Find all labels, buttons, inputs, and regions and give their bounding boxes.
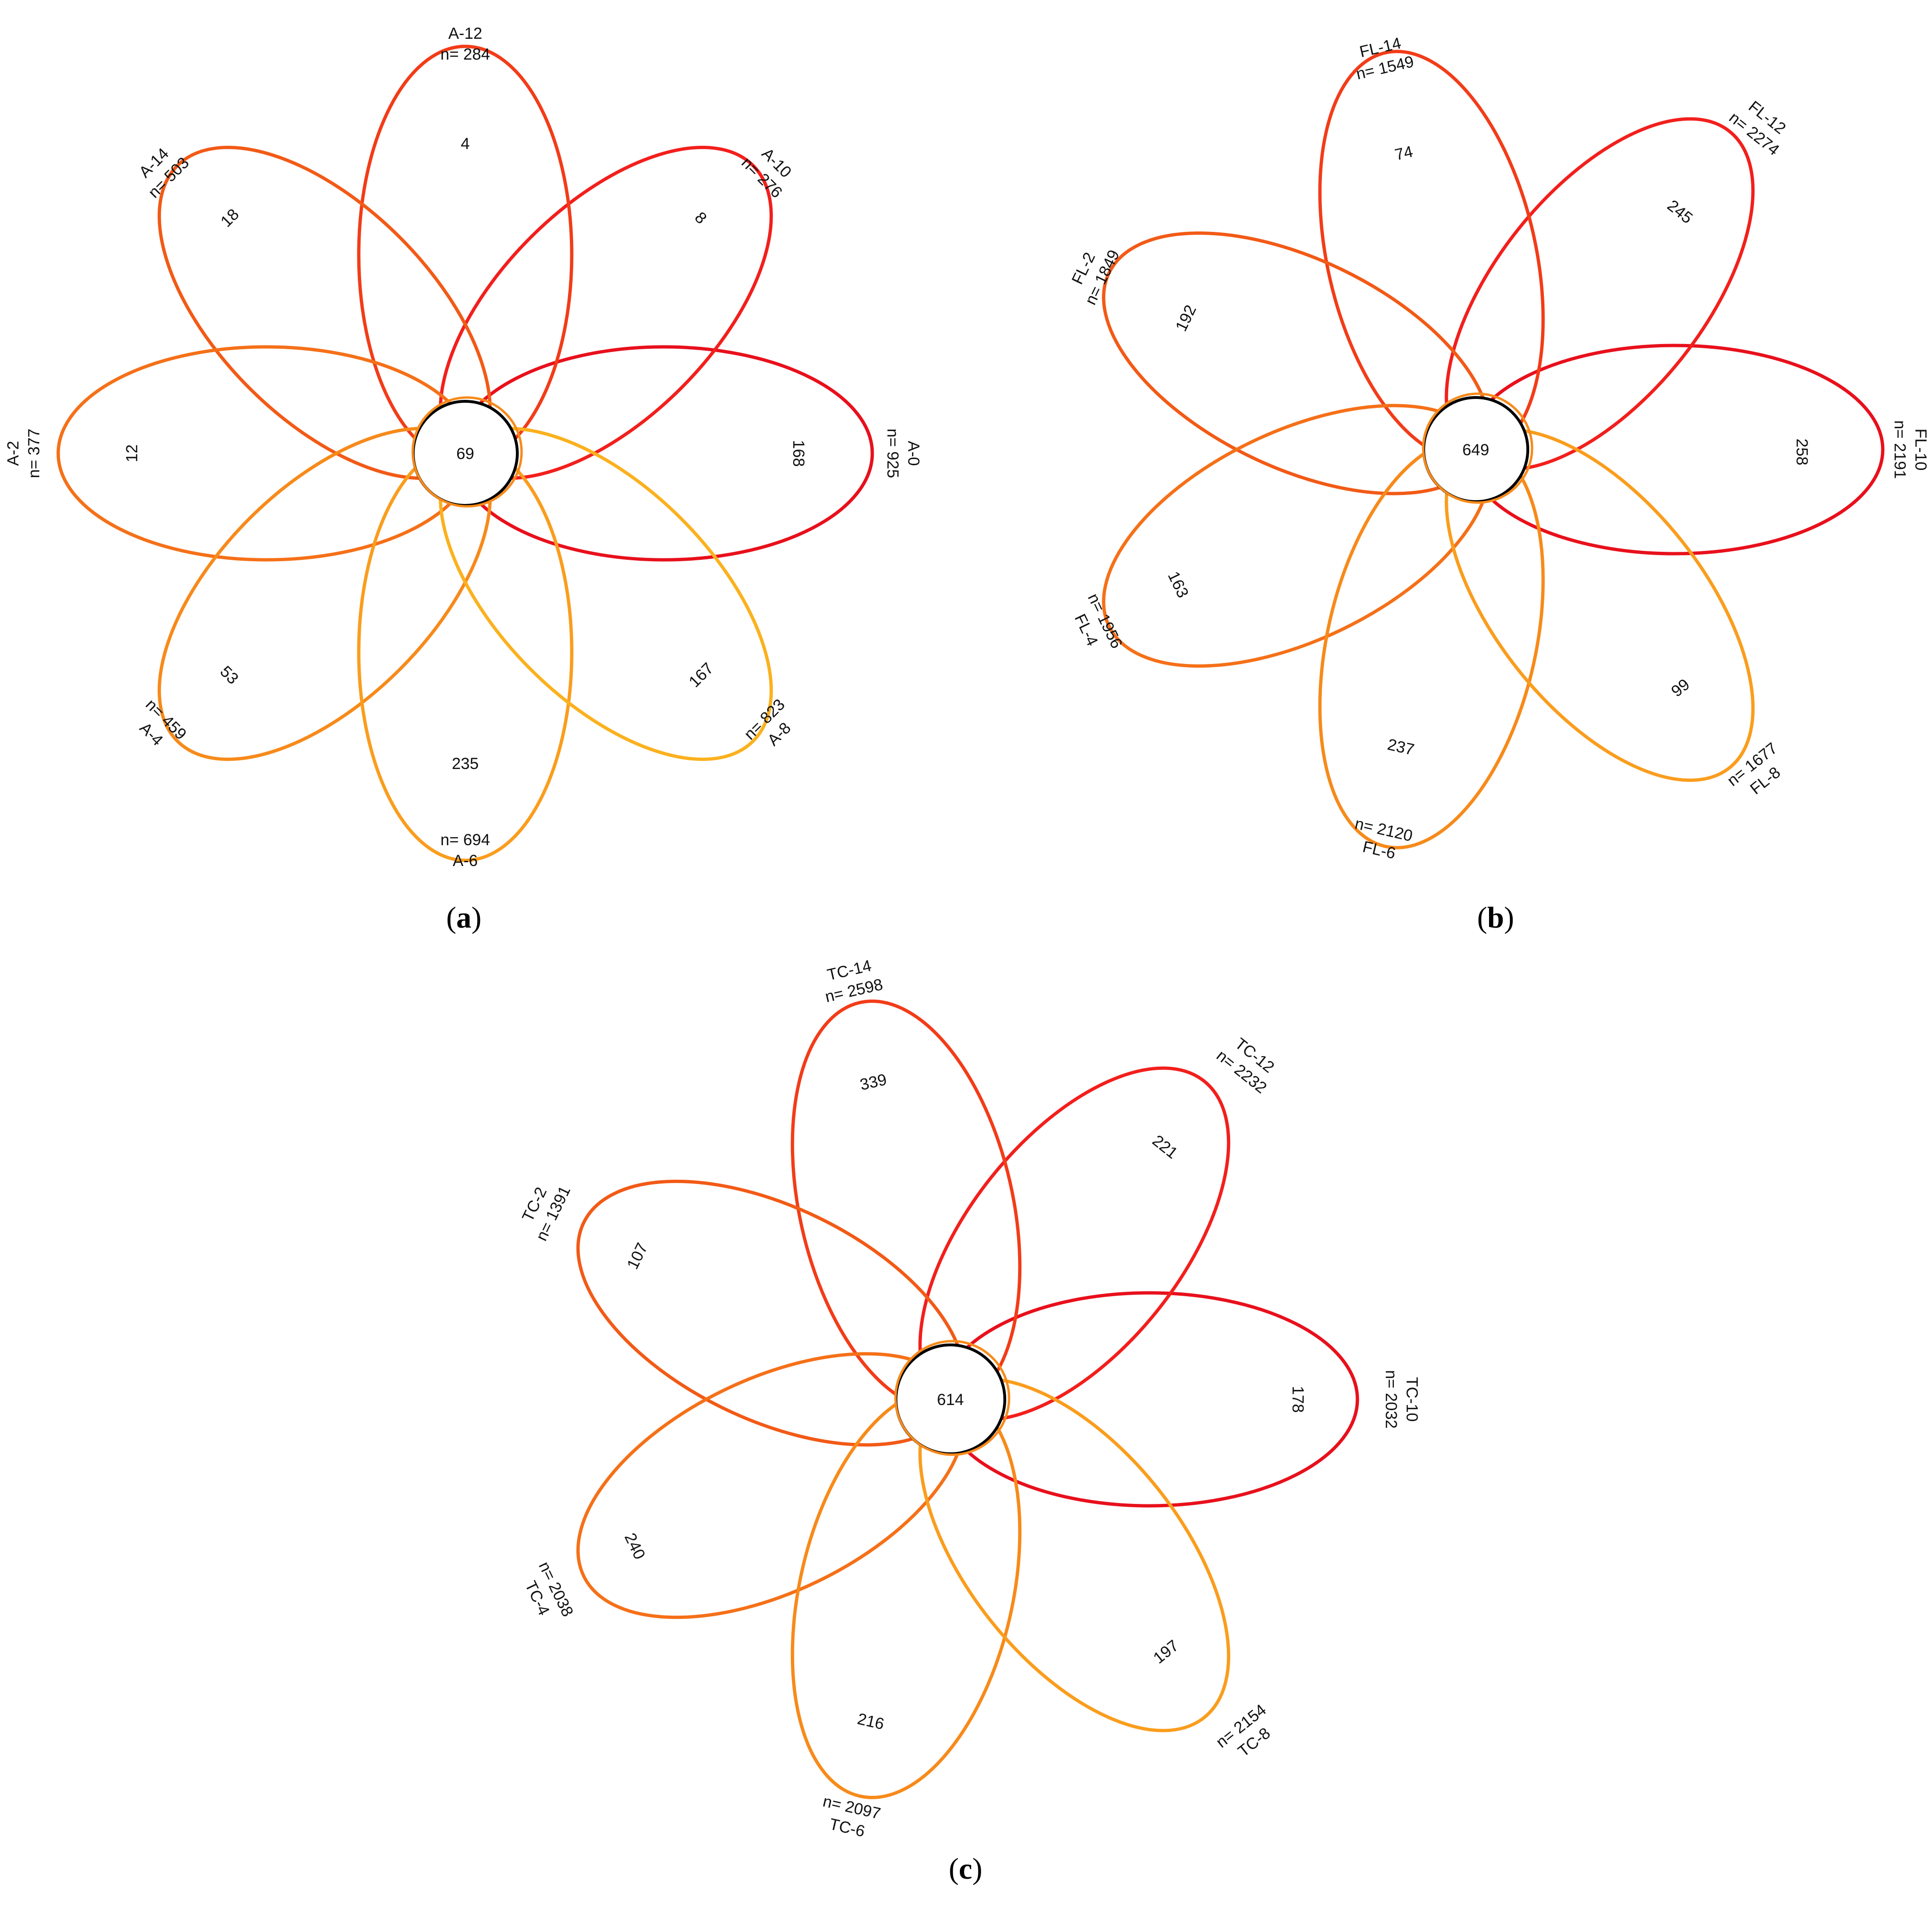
set-n-b-fl6: n= 2120 [1353,814,1414,845]
set-name-b-fl10: FL-10 [1912,429,1930,471]
set-label-c-tc4: n= 2038 TC-4 [521,1559,576,1619]
set-name-c-tc10: TC-10 [1403,1377,1421,1422]
set-name-c-tc6: TC-6 [828,1815,867,1841]
unique-count-c-tc12: 221 [1149,1131,1181,1162]
unique-count-b-fl10: 258 [1793,439,1811,466]
set-label-a-a14: A-14 n= 503 [135,144,192,201]
unique-count-a-a4: 53 [216,663,242,688]
panel-label-b: (b) [1477,901,1514,934]
set-label-a-a2: A-2 n= 377 [4,429,43,478]
set-label-a-a0: A-0 n= 925 [884,429,922,478]
set-label-c-tc8: n= 2154 TC-8 [1213,1701,1274,1760]
set-label-b-fl6: n= 2120 FL-6 [1353,814,1414,863]
unique-count-a-a0: 168 [789,440,807,467]
set-n-a-a6: n= 694 [441,831,490,849]
petal-c-tc6 [790,1387,1022,1799]
core-count-a: 69 [456,445,474,463]
panel-label-a: (a) [446,901,482,934]
core-b-ring [1422,392,1533,504]
core-c-ring [894,1340,1010,1456]
set-label-a-a12: A-12 n= 284 [441,25,490,63]
set-label-c-tc14: TC-14 n= 2598 [824,957,885,1006]
set-n-a-a2: n= 377 [25,429,43,478]
set-n-c-tc10: n= 2032 [1382,1370,1400,1429]
core-a-ring [411,396,523,508]
unique-count-c-tc14: 339 [858,1070,888,1094]
set-label-c-tc12: TC-12 n= 2232 [1213,1034,1277,1097]
set-label-c-tc6: n= 2097 TC-6 [821,1792,882,1841]
set-name-b-fl6: FL-6 [1361,838,1397,863]
set-label-a-a4: n= 459 A-4 [136,696,190,750]
unique-count-a-a2: 12 [123,444,141,462]
set-name-a-a12: A-12 [448,25,482,43]
set-n-b-fl10: n= 2191 [1891,420,1909,479]
set-label-a-a6: n= 694 A-6 [441,831,490,870]
set-label-b-fl10: FL-10 n= 2191 [1891,420,1930,479]
set-n-a-a0: n= 925 [884,429,902,478]
panel-label-c: (c) [948,1852,982,1885]
unique-count-a-a8: 167 [685,659,717,691]
venn-panel-a: 69 168 8 4 18 12 53 235 167 A-0 n= 925 A… [4,25,922,934]
set-n-a-a12: n= 284 [441,45,490,63]
venn-panel-c: 614 178 221 339 107 240 216 197 TC-10 n=… [519,957,1421,1885]
set-label-b-fl4: n= 1956 FL-4 [1071,591,1126,651]
unique-count-a-a6: 235 [452,755,479,773]
unique-count-b-fl4: 163 [1164,569,1192,601]
unique-count-a-a12: 4 [461,135,470,153]
unique-count-c-tc4: 240 [621,1530,649,1563]
set-label-c-tc2: TC-2 n= 1391 [519,1183,574,1244]
unique-count-a-a10: 8 [691,209,710,228]
unique-count-b-fl2: 192 [1172,302,1200,335]
unique-count-a-a14: 18 [217,205,243,231]
panel-letter-c: c [959,1852,972,1885]
set-label-b-fl2: FL-2 n= 1849 [1068,247,1123,308]
set-label-b-fl14: FL-14 n= 1549 [1355,34,1416,83]
panel-letter-a: a [456,901,471,934]
venn-panel-b: 649 258 245 74 192 163 237 99 FL-10 n= 2… [1068,34,1930,934]
unique-count-b-fl8: 99 [1668,675,1693,700]
set-name-a-a0: A-0 [904,441,922,466]
set-label-a-a10: A-10 n= 276 [738,144,795,201]
set-label-b-fl12: FL-12 n= 2274 [1726,97,1789,159]
panel-letter-b: b [1487,901,1504,934]
unique-count-b-fl6: 237 [1386,735,1416,759]
set-name-a-a6: A-6 [453,852,478,870]
unique-count-b-fl12: 245 [1664,196,1696,227]
unique-count-c-tc10: 178 [1289,1386,1307,1413]
unique-count-c-tc2: 107 [623,1240,651,1273]
core-count-c: 614 [937,1391,964,1409]
core-count-b: 649 [1462,441,1489,459]
unique-count-c-tc8: 197 [1150,1636,1182,1667]
set-label-b-fl8: n= 1677 FL-8 [1724,739,1784,798]
set-label-c-tc10: TC-10 n= 2032 [1382,1370,1421,1429]
unique-count-b-fl14: 74 [1393,142,1415,164]
set-label-a-a8: n= 823 A-8 [741,696,795,750]
set-name-a-a2: A-2 [4,441,22,466]
unique-count-c-tc6: 216 [856,1710,886,1733]
